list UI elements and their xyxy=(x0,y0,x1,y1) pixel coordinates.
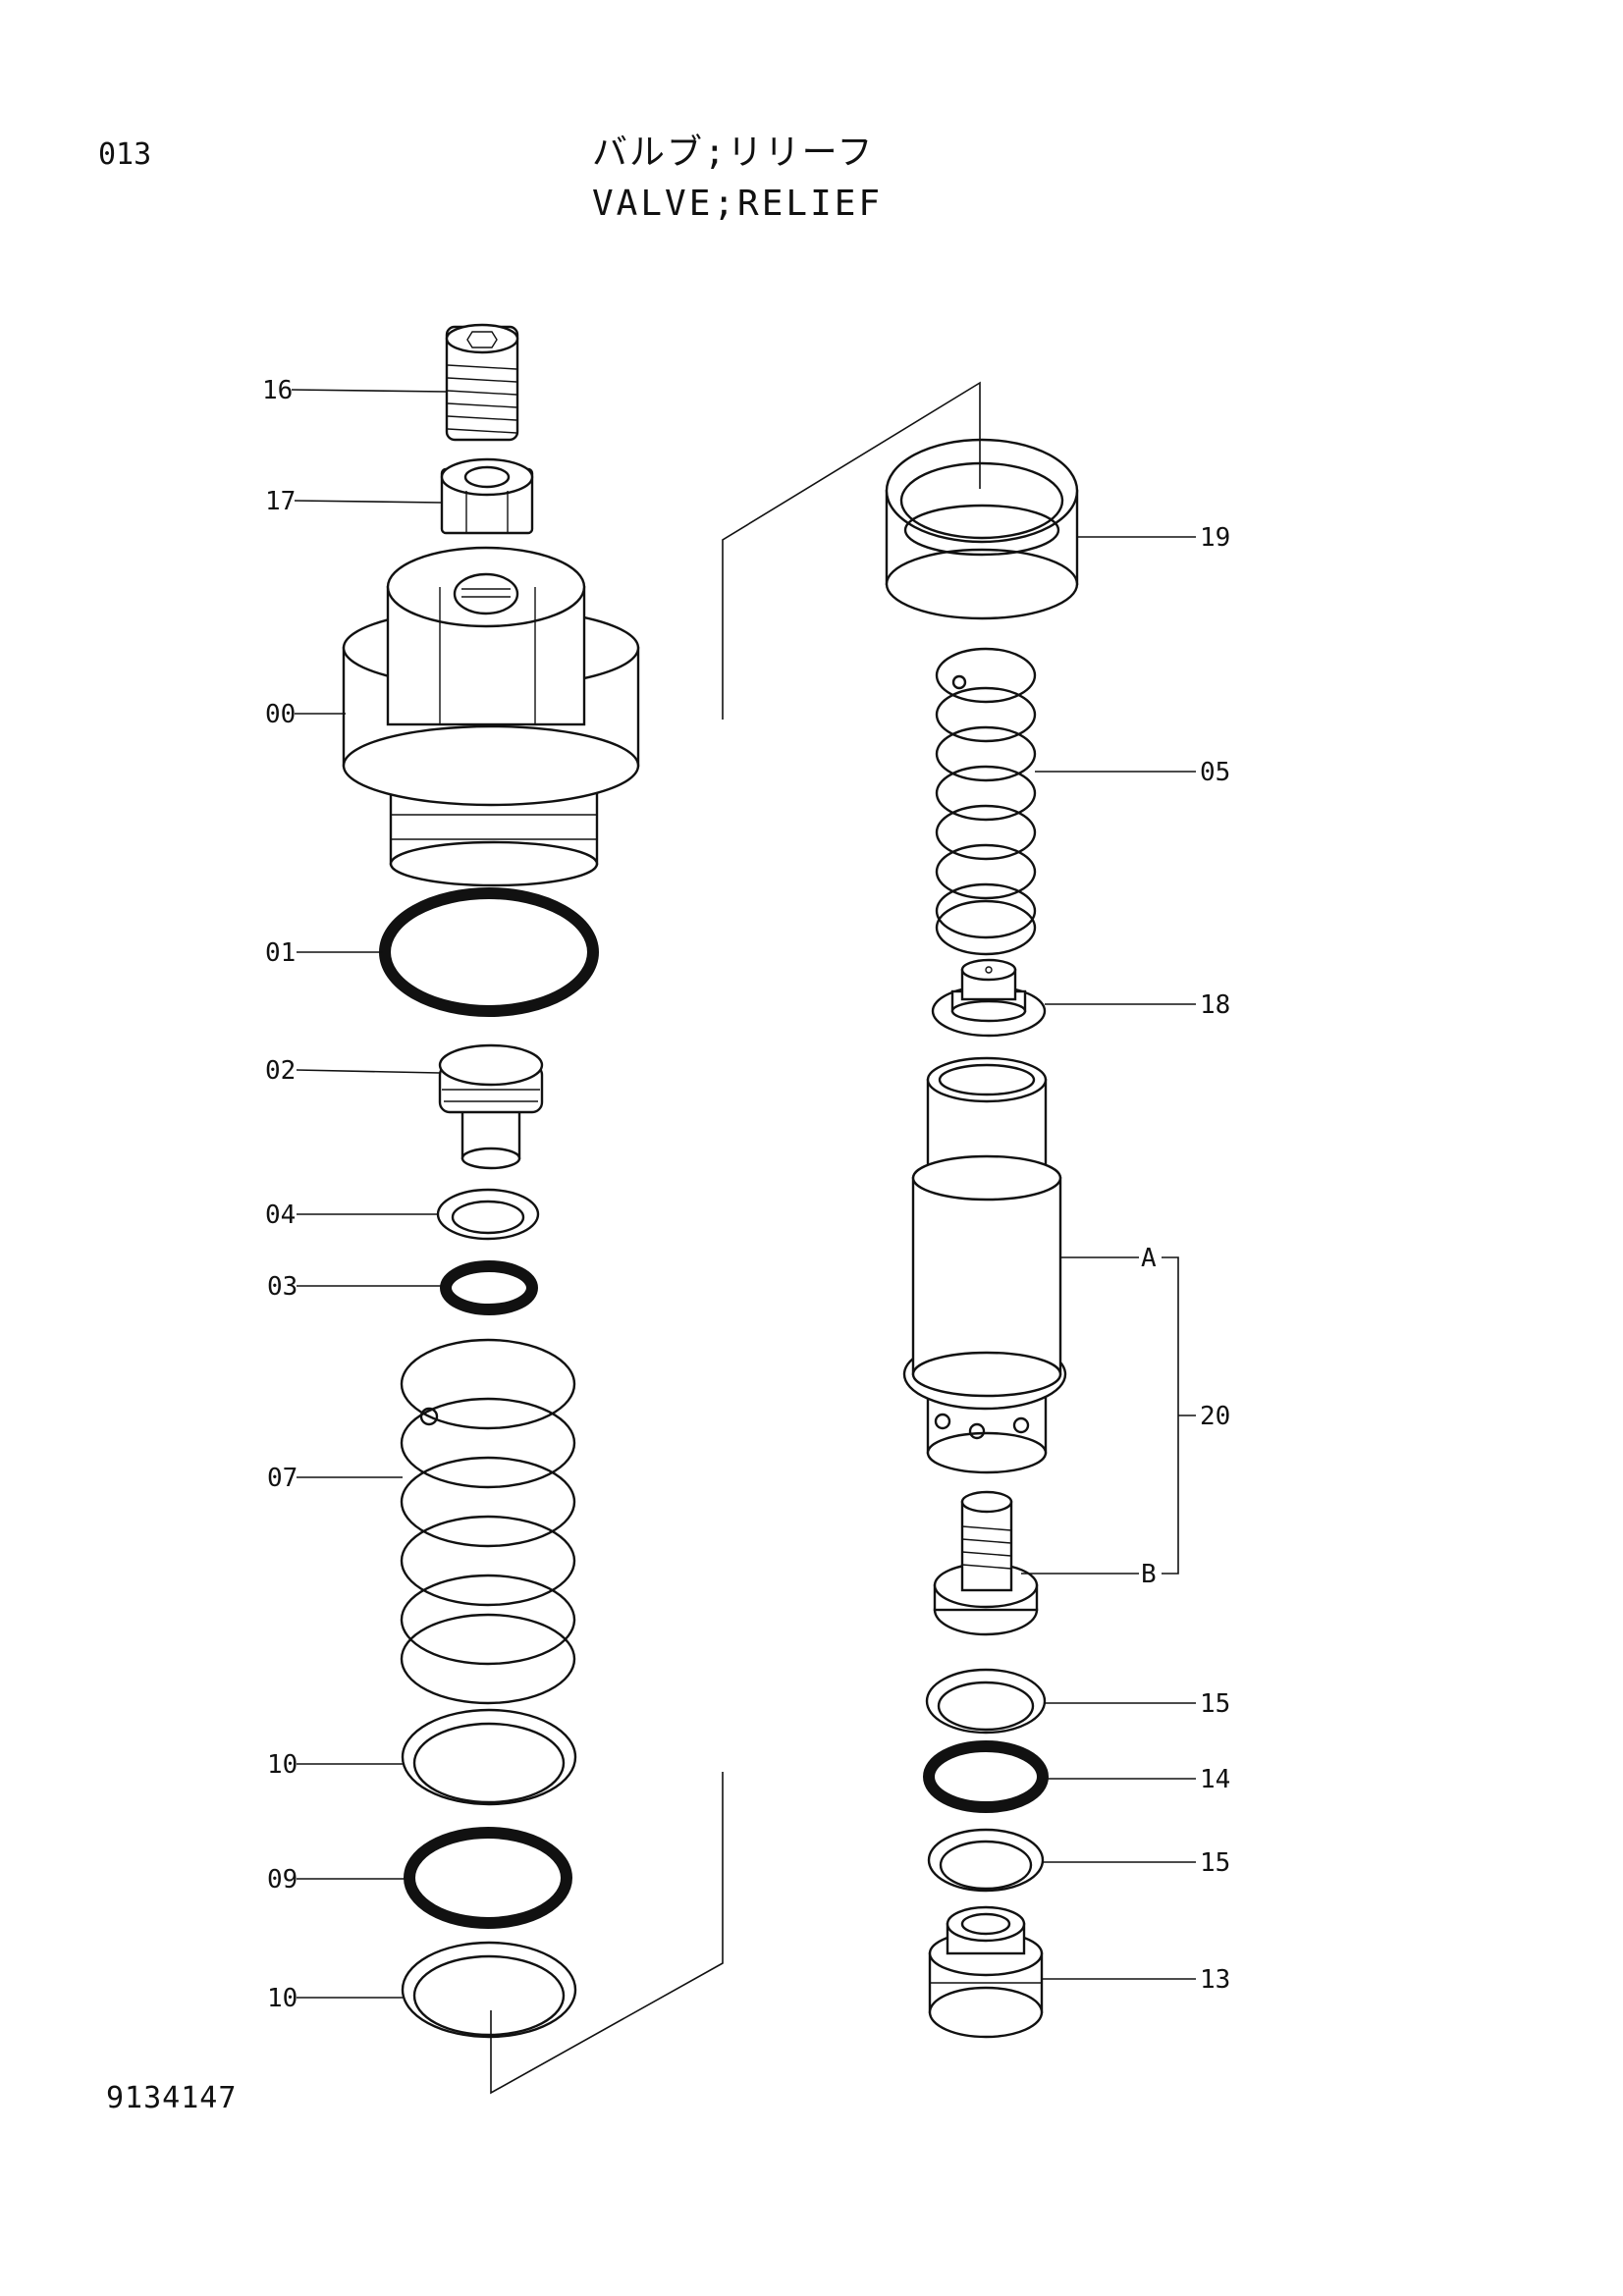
callout-10-lower: 10 xyxy=(267,1984,298,2013)
assembly-lines xyxy=(490,381,981,2095)
part-09-o-ring xyxy=(404,1827,572,1929)
callout-19: 19 xyxy=(1200,523,1230,553)
part-15-backup-ring-upper xyxy=(925,1668,1047,1735)
part-19-cap xyxy=(885,438,1079,620)
callout-05: 05 xyxy=(1200,758,1230,787)
part-18-spring-seat xyxy=(931,958,1047,1038)
callout-18: 18 xyxy=(1200,990,1230,1020)
callout-09: 09 xyxy=(267,1865,298,1895)
part-00-body xyxy=(342,546,640,887)
callout-03: 03 xyxy=(267,1272,298,1302)
callout-04: 04 xyxy=(265,1201,296,1230)
title-english: VALVE;RELIEF xyxy=(592,184,884,224)
callout-02: 02 xyxy=(265,1056,296,1086)
callout-07: 07 xyxy=(267,1464,298,1493)
part-17-nut xyxy=(440,457,534,535)
part-16-plug xyxy=(445,323,519,442)
callout-14: 14 xyxy=(1200,1765,1230,1794)
part-05-spring xyxy=(935,647,1037,956)
callout-16: 16 xyxy=(262,376,293,405)
callout-15-upper: 15 xyxy=(1200,1689,1230,1719)
part-10-backup-ring-lower xyxy=(401,1941,577,2039)
part-07-spring xyxy=(400,1338,576,1705)
part-10-backup-ring-upper xyxy=(401,1708,577,1806)
callout-13: 13 xyxy=(1200,1965,1230,1995)
callout-15-lower: 15 xyxy=(1200,1848,1230,1878)
part-13-plug xyxy=(928,1905,1044,2039)
callout-A: A xyxy=(1141,1244,1157,1273)
part-02-poppet xyxy=(438,1043,544,1170)
leader-lines xyxy=(291,389,1196,1999)
part-14-o-ring xyxy=(923,1740,1049,1813)
part-04-backup-ring xyxy=(436,1188,540,1241)
callout-01: 01 xyxy=(265,938,296,968)
callout-10-upper: 10 xyxy=(267,1750,298,1780)
part-20-sleeve-assembly xyxy=(902,1056,1067,1636)
callout-17: 17 xyxy=(265,487,296,516)
part-15-backup-ring-lower xyxy=(927,1828,1045,1893)
title-japanese: バルブ;リリーフ xyxy=(592,133,875,173)
page-number: 013 xyxy=(98,137,152,172)
callout-B: B xyxy=(1141,1560,1157,1589)
part-03-o-ring xyxy=(440,1260,538,1315)
part-01-o-ring xyxy=(379,887,599,1017)
callout-20: 20 xyxy=(1200,1402,1230,1431)
drawing-number: 9134147 xyxy=(106,2081,238,2115)
callout-00: 00 xyxy=(265,700,296,729)
